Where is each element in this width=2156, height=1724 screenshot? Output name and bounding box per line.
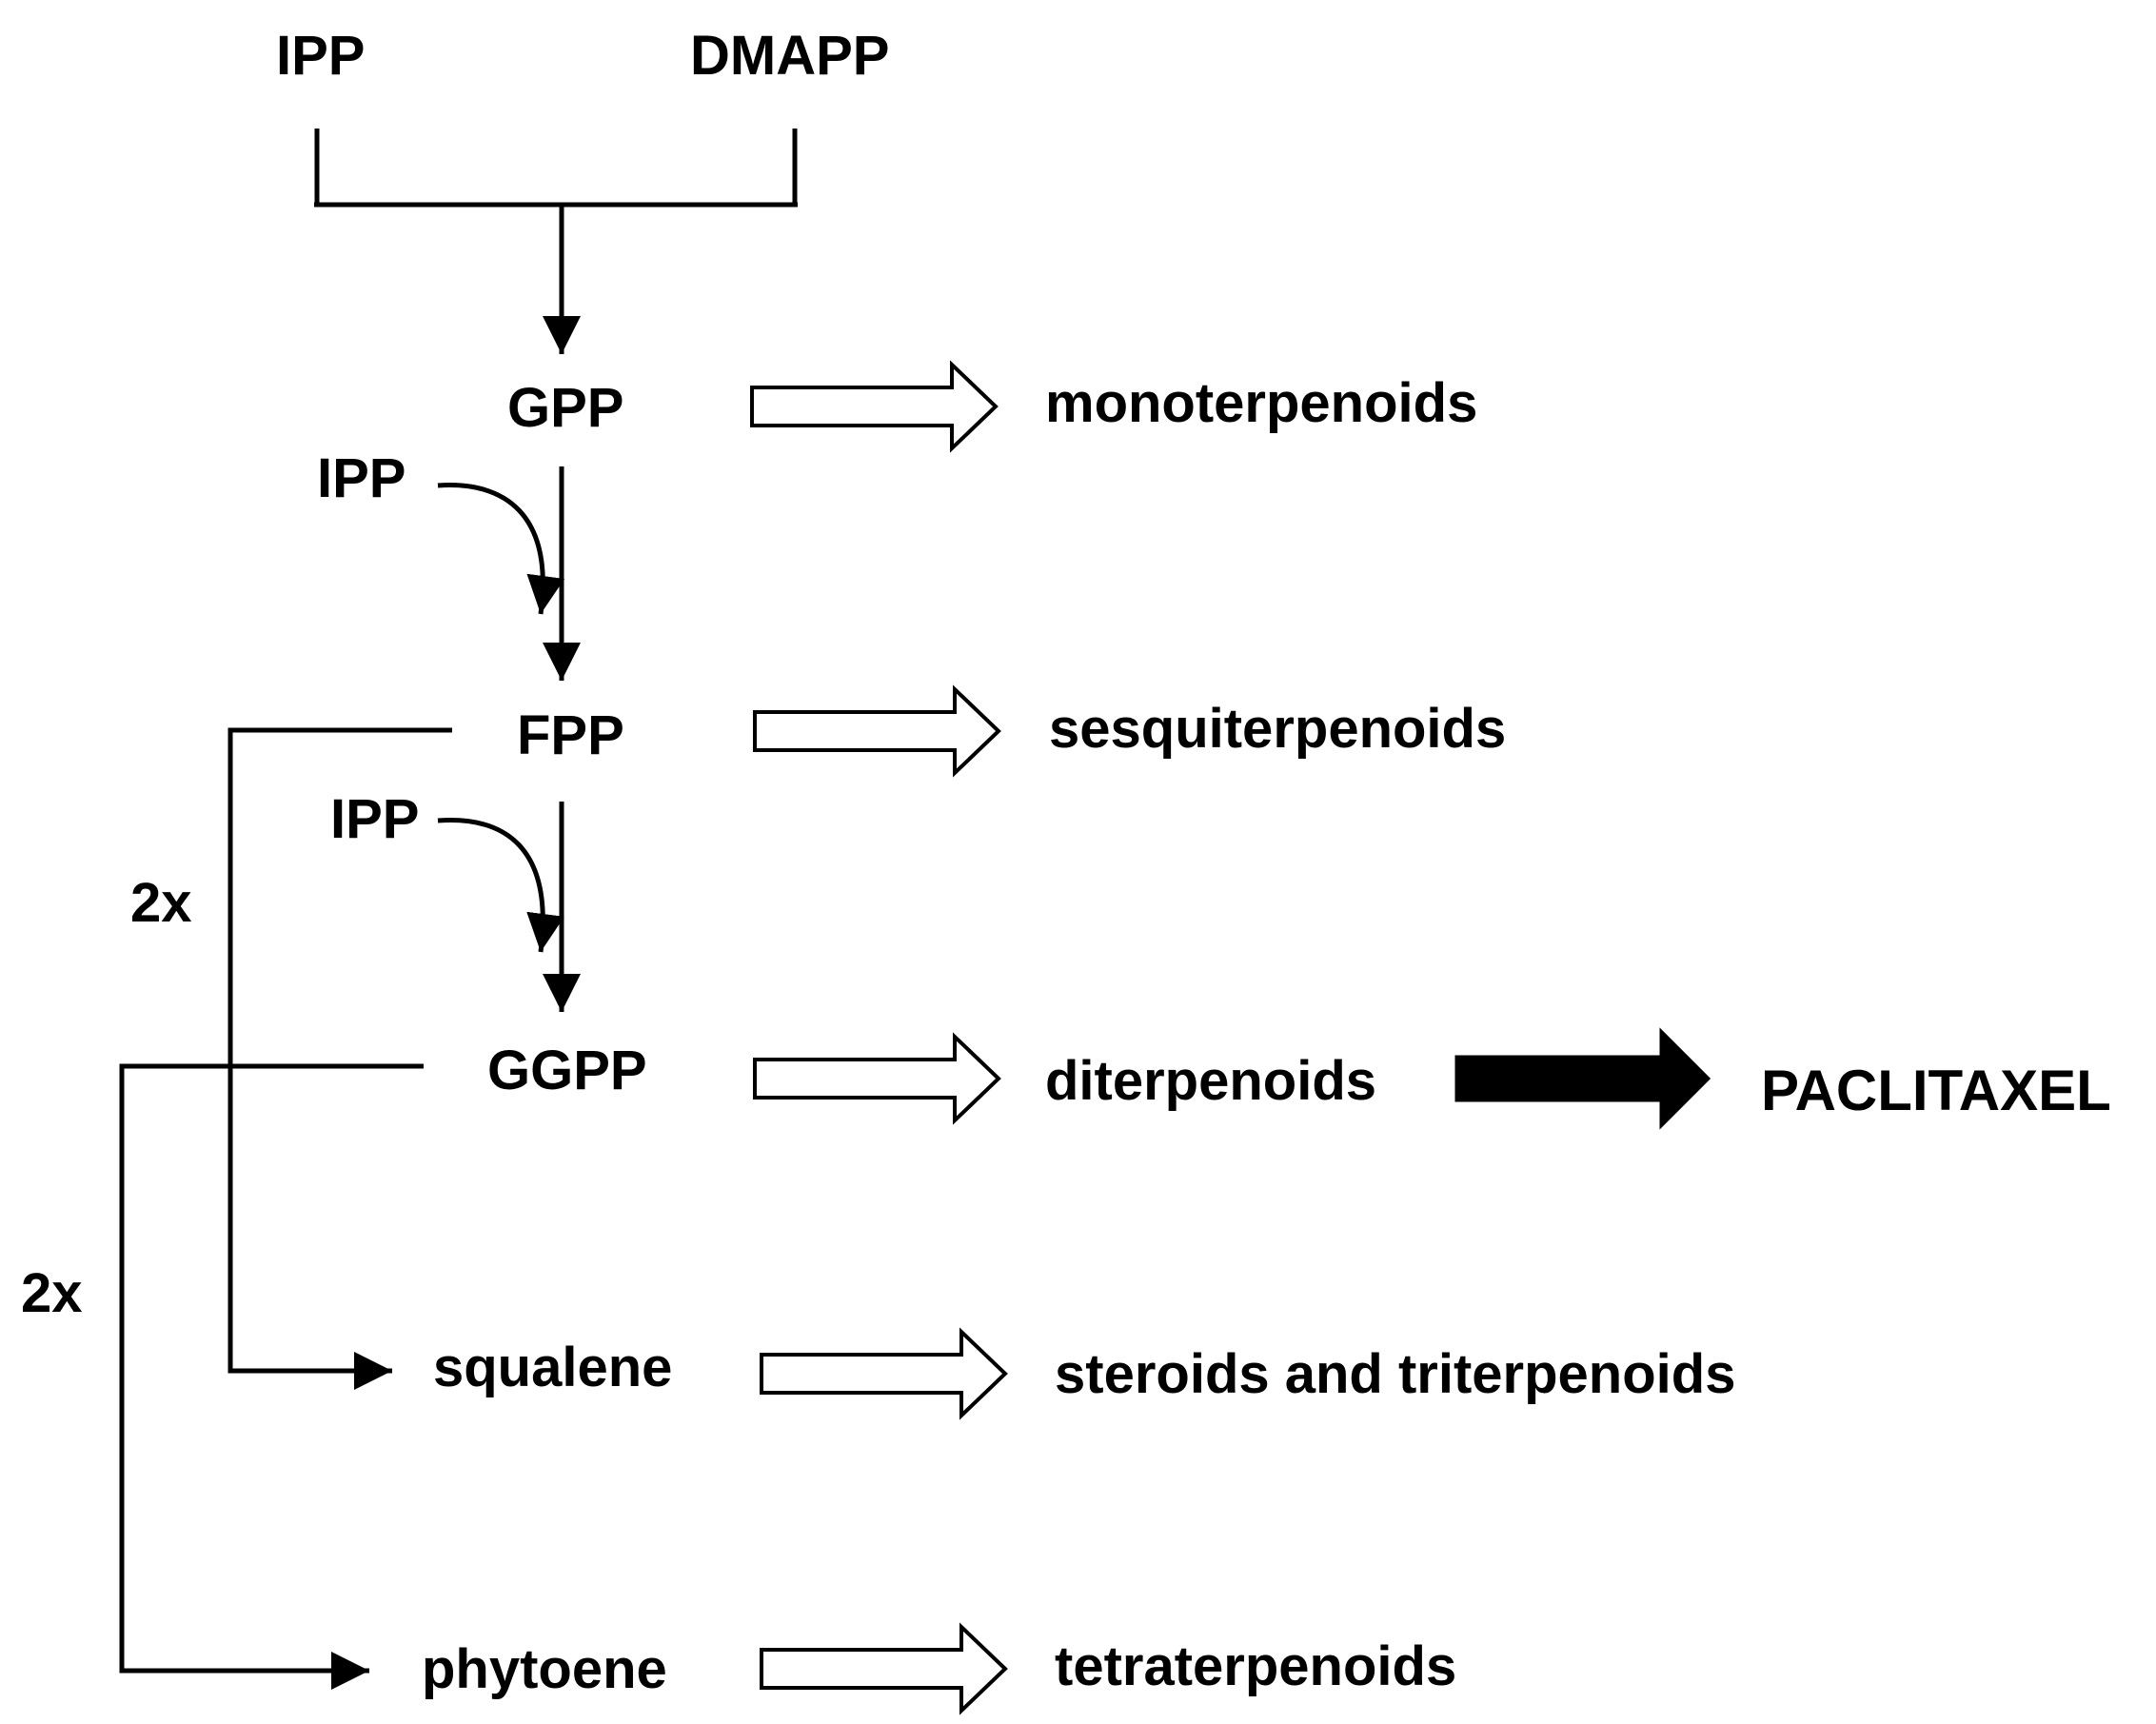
hollow-arrow-sesquiterpenoids bbox=[753, 684, 1001, 778]
diterpenoids-label: diterpenoids bbox=[1045, 1050, 1377, 1112]
sesquiterpenoids-label: sesquiterpenoids bbox=[1049, 698, 1507, 760]
hollow-arrow-diterpenoids bbox=[753, 1032, 1001, 1125]
arrow-ggpp-to-phytoene bbox=[119, 1063, 424, 1690]
ipp-label: IPP bbox=[276, 25, 366, 87]
ggpp-label: GGPP bbox=[487, 1040, 647, 1101]
squalene-label: squalene bbox=[433, 1337, 673, 1398]
paclitaxel-label: PACLITAXEL bbox=[1761, 1059, 2111, 1122]
arrow-fpp-to-squalene bbox=[227, 727, 452, 1390]
steroids-triterpenoids-label: steroids and triterpenoids bbox=[1055, 1343, 1736, 1405]
multiplier-label: 2x bbox=[21, 1262, 83, 1324]
curved-arrow-ipp-to-ggpp bbox=[437, 818, 564, 953]
hollow-arrow-steroids bbox=[760, 1327, 1008, 1420]
solid-arrow-paclitaxel bbox=[1454, 1027, 1711, 1130]
curved-arrow-ipp-to-fpp bbox=[437, 483, 565, 615]
phytoene-label: phytoene bbox=[422, 1638, 667, 1700]
hollow-arrow-monoterpenoids bbox=[750, 360, 999, 453]
fpp-label: FPP bbox=[517, 704, 624, 766]
hollow-arrow-tetraterpenoids bbox=[760, 1622, 1008, 1715]
gpp-label: GPP bbox=[507, 377, 624, 439]
tetraterpenoids-label: tetraterpenoids bbox=[1055, 1635, 1457, 1697]
ipp-cofactor-label: IPP bbox=[317, 447, 406, 509]
dmapp-label: DMAPP bbox=[690, 25, 890, 87]
ipp-cofactor-label: IPP bbox=[330, 788, 420, 850]
condensation-bracket bbox=[314, 129, 798, 208]
multiplier-label: 2x bbox=[130, 872, 192, 934]
monoterpenoids-label: monoterpenoids bbox=[1045, 372, 1478, 434]
